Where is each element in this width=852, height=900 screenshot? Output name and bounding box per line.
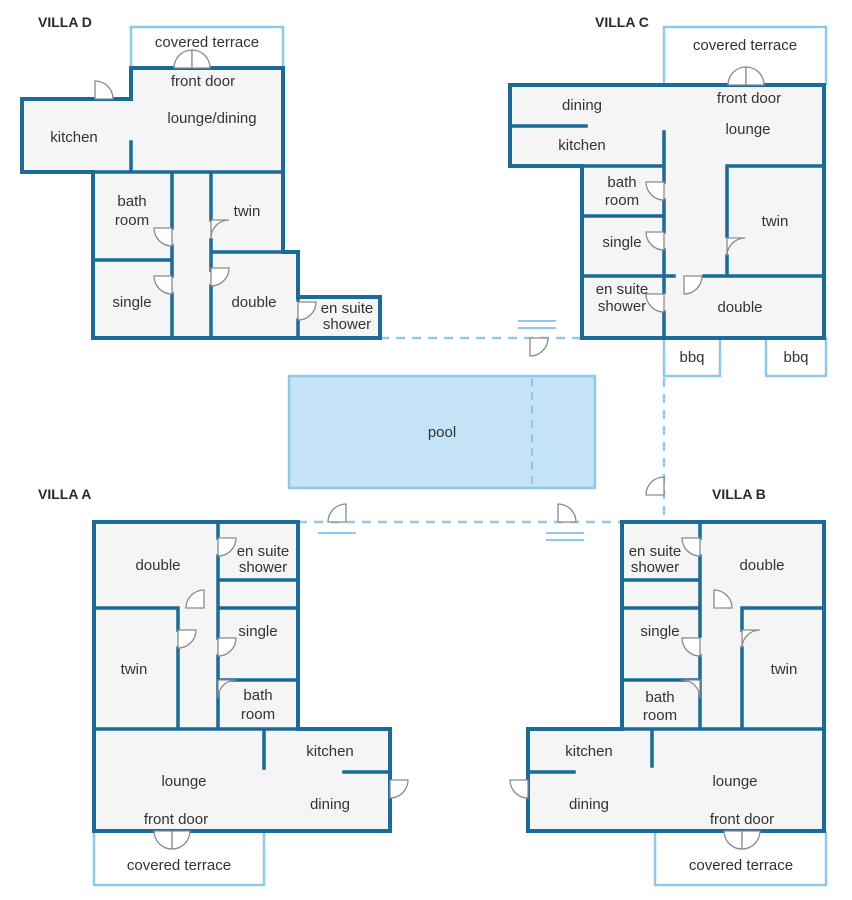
villa-b-dining: dining bbox=[569, 796, 609, 813]
villa-a-ensuite-line1: en suite bbox=[237, 543, 290, 560]
villa-c-ensuite-line1: en suite bbox=[596, 281, 649, 298]
villa-a-ensuite-line2: shower bbox=[239, 559, 287, 576]
villa-b: VILLA B en suite shower double single tw… bbox=[509, 486, 828, 887]
villa-b-twin: twin bbox=[771, 661, 798, 678]
villa-d: VILLA D covered terrace front door loung… bbox=[20, 14, 382, 340]
villa-d-single: single bbox=[112, 294, 151, 311]
villa-b-ensuite-line2: shower bbox=[631, 559, 679, 576]
villa-b-bath-line2: room bbox=[643, 707, 677, 724]
villa-d-double: double bbox=[231, 294, 276, 311]
villa-c-front-door: front door bbox=[717, 90, 781, 107]
villa-d-front-door: front door bbox=[171, 73, 235, 90]
pool: pool bbox=[287, 374, 597, 490]
villa-b-double: double bbox=[739, 557, 784, 574]
villa-d-kitchen: kitchen bbox=[50, 129, 98, 146]
villa-a-twin: twin bbox=[121, 661, 148, 678]
villa-c-ensuite-line2: shower bbox=[598, 298, 646, 315]
villa-c-lounge: lounge bbox=[725, 121, 770, 138]
villa-c-twin: twin bbox=[762, 213, 789, 230]
villa-d-twin: twin bbox=[234, 203, 261, 220]
villa-b-covered-terrace: covered terrace bbox=[689, 857, 793, 874]
villa-c: VILLA C covered terrace front door dinin… bbox=[508, 14, 828, 378]
villa-c-single: single bbox=[602, 234, 641, 251]
villa-c-bbq-1: bbq bbox=[679, 349, 704, 366]
villa-b-title: VILLA B bbox=[712, 486, 766, 502]
villa-d-ensuite-line2: shower bbox=[323, 316, 371, 333]
villa-b-ensuite-line1: en suite bbox=[629, 543, 682, 560]
villa-a-lounge: lounge bbox=[161, 773, 206, 790]
villa-c-double: double bbox=[717, 299, 762, 316]
villa-c-bath-line2: room bbox=[605, 192, 639, 209]
pool-label: pool bbox=[428, 424, 456, 441]
villa-d-title: VILLA D bbox=[38, 14, 92, 30]
gate-icons bbox=[327, 337, 665, 523]
villa-a-kitchen: kitchen bbox=[306, 743, 354, 760]
villa-d-ensuite-line1: en suite bbox=[321, 300, 374, 317]
villa-a-front-door: front door bbox=[144, 811, 208, 828]
villa-c-kitchen: kitchen bbox=[558, 137, 606, 154]
villa-a-bath-line1: bath bbox=[243, 687, 272, 704]
villa-b-single: single bbox=[640, 623, 679, 640]
villa-c-bath-line1: bath bbox=[607, 174, 636, 191]
villa-d-covered-terrace: covered terrace bbox=[155, 34, 259, 51]
villa-a-covered-terrace: covered terrace bbox=[127, 857, 231, 874]
villa-a-single: single bbox=[238, 623, 277, 640]
villa-a-title: VILLA A bbox=[38, 486, 91, 502]
villa-d-bath-line2: room bbox=[115, 212, 149, 229]
villa-b-front-door: front door bbox=[710, 811, 774, 828]
villa-d-lounge-dining: lounge/dining bbox=[167, 110, 256, 127]
villa-a: VILLA A double en suite shower single tw… bbox=[38, 486, 409, 887]
villa-c-title: VILLA C bbox=[595, 14, 649, 30]
villa-a-dining: dining bbox=[310, 796, 350, 813]
villa-c-dining: dining bbox=[562, 97, 602, 114]
villa-d-bath-line1: bath bbox=[117, 193, 146, 210]
villa-a-double: double bbox=[135, 557, 180, 574]
villa-c-bbq-2: bbq bbox=[783, 349, 808, 366]
villa-b-kitchen: kitchen bbox=[565, 743, 613, 760]
villa-c-covered-terrace: covered terrace bbox=[693, 37, 797, 54]
villa-a-bath-line2: room bbox=[241, 706, 275, 723]
villa-b-lounge: lounge bbox=[712, 773, 757, 790]
pool-steps bbox=[318, 320, 584, 541]
villa-b-bath-line1: bath bbox=[645, 689, 674, 706]
